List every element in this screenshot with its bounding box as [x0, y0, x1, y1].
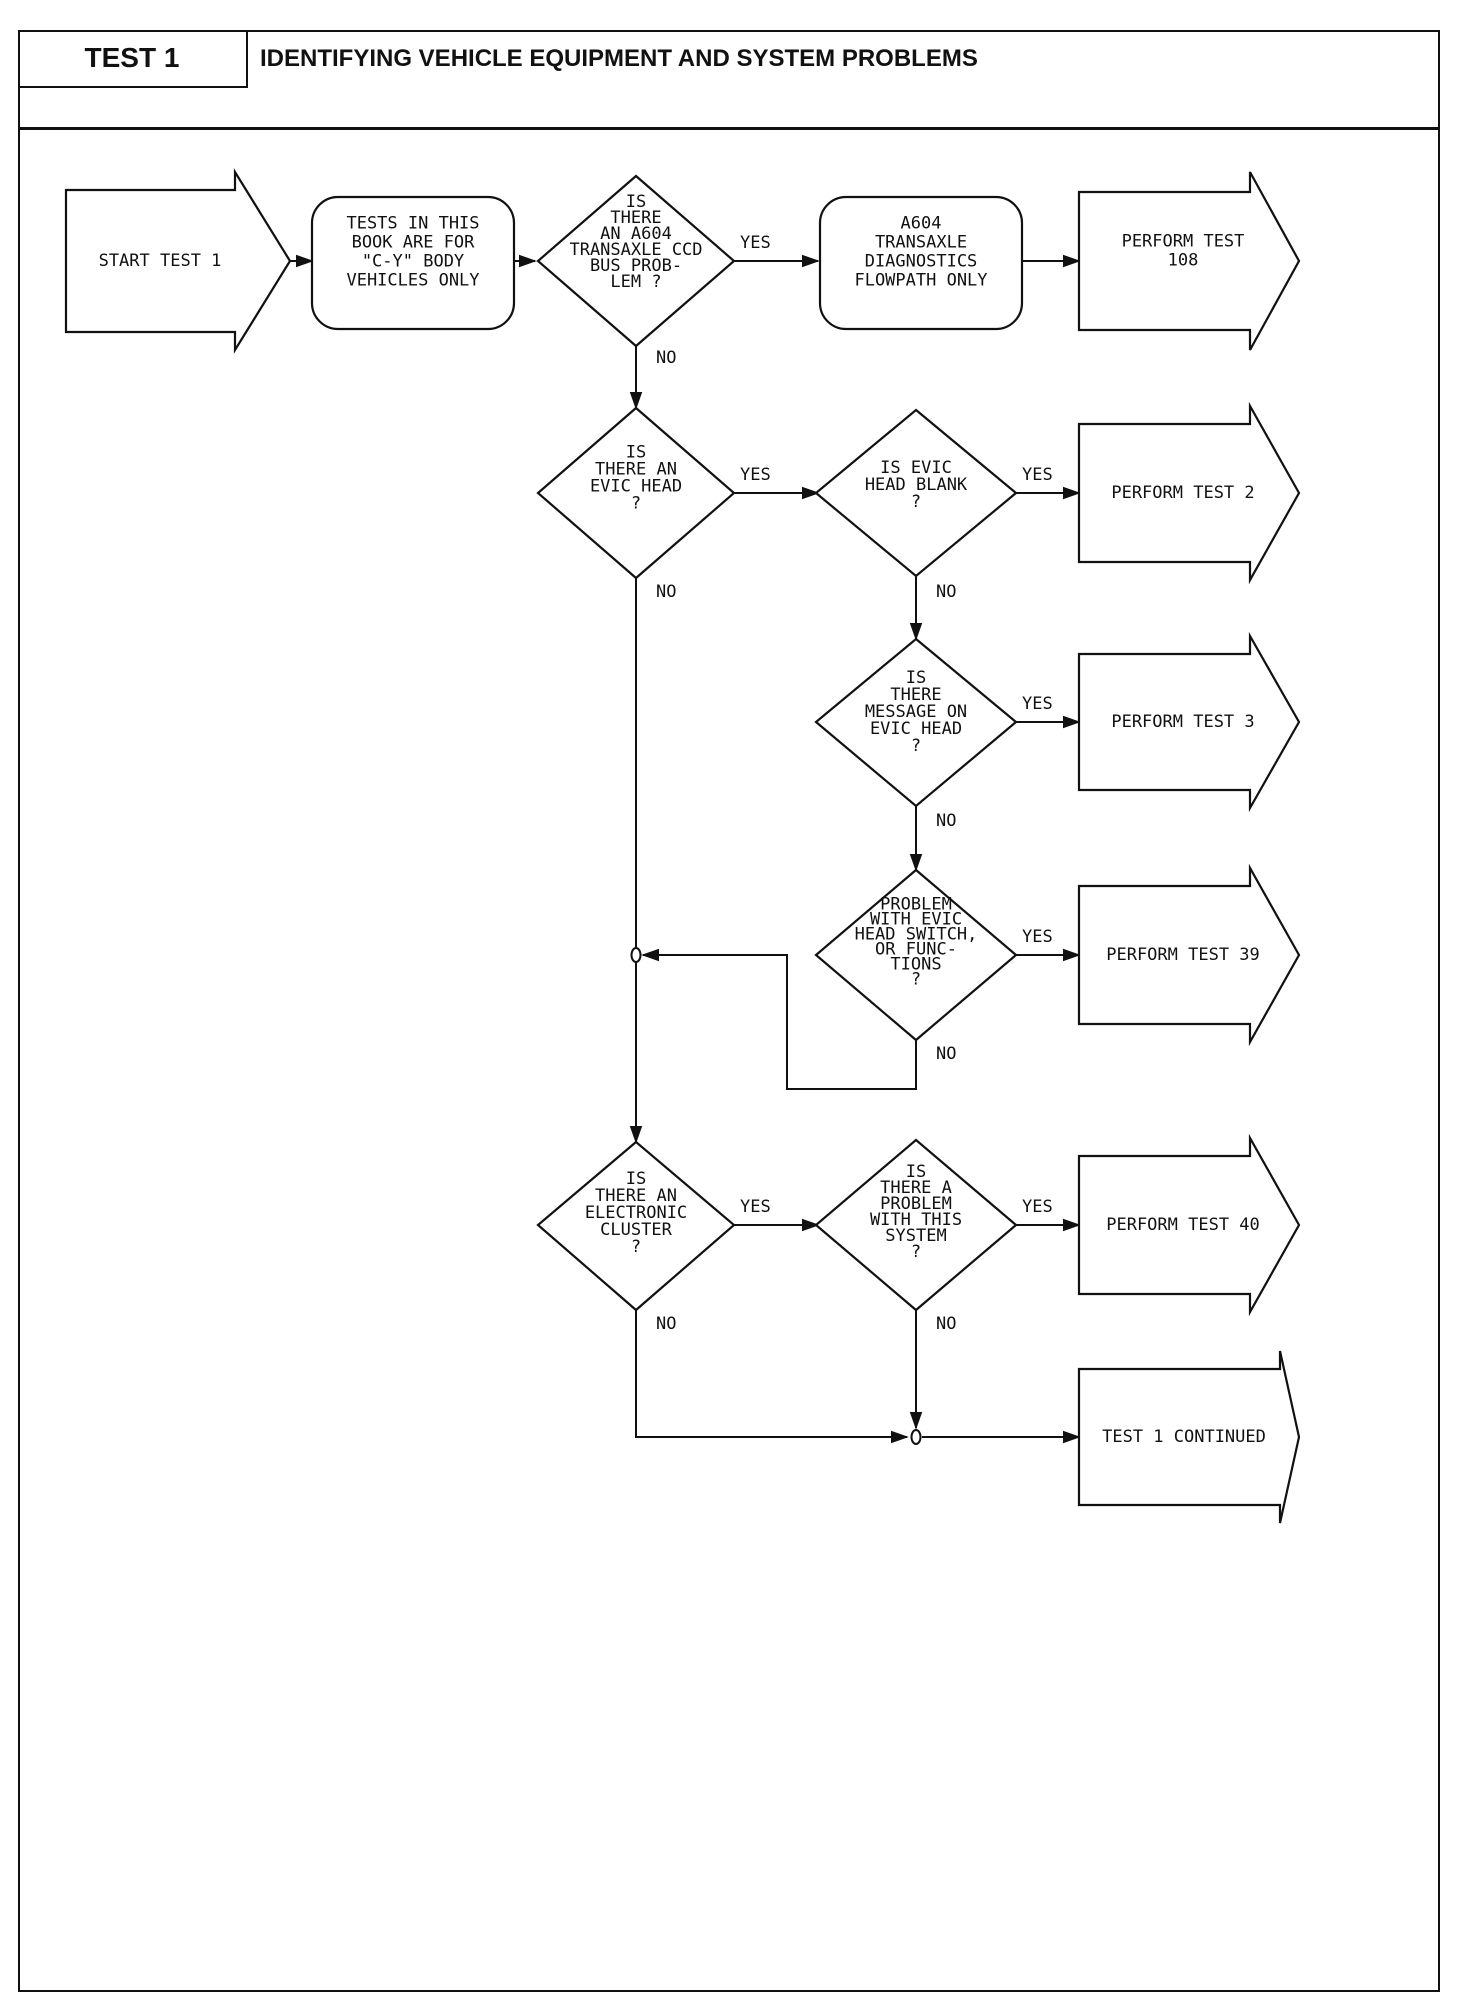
node-text-q-message: IS — [906, 668, 926, 688]
no-label-q-system: NO — [936, 1314, 956, 1334]
continued-arrow-shape — [1077, 1350, 1301, 1524]
node-text-q-system: THERE A — [880, 1178, 952, 1198]
node-text-q-evic-head: ? — [631, 494, 641, 514]
node-text-tests-book: TESTS IN THIS — [346, 214, 479, 234]
no-label-q-switch: NO — [936, 1044, 956, 1064]
node-text-perform-40: PERFORM TEST 40 — [1106, 1215, 1260, 1235]
q-cluster-diamond — [536, 1140, 736, 1312]
node-text-q-cluster: IS — [626, 1169, 646, 1189]
node-text-q-message: ? — [911, 736, 921, 756]
node-text-q-a604: BUS PROB- — [590, 256, 682, 276]
node-text-q-message: THERE — [890, 685, 941, 705]
node-text-q-cluster: ELECTRONIC — [585, 1203, 687, 1223]
node-text-q-a604: IS — [626, 192, 646, 212]
node-text-q-a604: AN A604 — [600, 224, 672, 244]
a604-flowpath-box — [818, 195, 1024, 331]
perform-3-arrow-shape — [1077, 631, 1301, 813]
perform-40-arrow-shape — [1077, 1133, 1301, 1317]
node-text-q-system: SYSTEM — [885, 1226, 946, 1246]
node-text-q-system: ? — [911, 1242, 921, 1262]
start-arrow-shape — [64, 168, 292, 354]
header-row: TEST 1 IDENTIFYING VEHICLE EQUIPMENT AND… — [18, 30, 1440, 130]
edge-labels: YES NO YES NO YES NO YES NO YES NO YES N… — [656, 233, 1053, 1334]
node-text-q-evic-head: EVIC HEAD — [590, 477, 682, 497]
node-text-q-switch: WITH EVIC — [870, 910, 962, 930]
no-label-q-cluster: NO — [656, 1314, 676, 1334]
edge-q-cluster-no — [635, 1310, 909, 1444]
yes-label-q-a604: YES — [740, 233, 771, 253]
node-text-tests-book: BOOK ARE FOR — [352, 233, 476, 253]
yes-label-q-cluster: YES — [740, 1197, 771, 1217]
no-label-q-a604: NO — [656, 348, 676, 368]
node-text-q-switch: OR FUNC- — [875, 940, 957, 960]
node-text-q-cluster: ? — [631, 1237, 641, 1257]
shapes — [64, 168, 1301, 1524]
node-text-perform-108: 108 — [1168, 251, 1199, 271]
node-text-q-evic-head: THERE AN — [595, 460, 677, 480]
node-text-q-evic-blank: ? — [911, 492, 921, 512]
node-text-q-system: PROBLEM — [880, 1194, 952, 1214]
node-text-q-evic-blank: HEAD BLANK — [865, 475, 968, 495]
node-text-q-switch: TIONS — [890, 955, 941, 975]
q-message-diamond — [814, 637, 1018, 808]
node-text-q-switch: PROBLEM — [880, 895, 952, 915]
yes-label-q-evic-head: YES — [740, 465, 771, 485]
node-text-q-a604: THERE — [610, 208, 661, 228]
test-label: TEST 1 — [18, 30, 248, 88]
node-text-perform-2: PERFORM TEST 2 — [1111, 483, 1254, 503]
junction-node-1 — [630, 947, 642, 963]
edge-q-switch-no — [641, 948, 917, 1090]
page-frame — [18, 30, 1440, 1992]
node-text-q-switch: HEAD SWITCH, — [855, 925, 978, 945]
no-label-q-evic-blank: NO — [936, 582, 956, 602]
node-text-q-evic-blank: IS EVIC — [880, 458, 952, 478]
q-a604-diamond — [536, 174, 736, 348]
node-text-a604-flowpath: TRANSAXLE — [875, 233, 967, 253]
yes-label-q-evic-blank: YES — [1022, 465, 1053, 485]
yes-label-q-message: YES — [1022, 694, 1053, 714]
no-label-q-message: NO — [936, 811, 956, 831]
tests-book-box — [310, 195, 516, 331]
node-text-q-cluster: CLUSTER — [600, 1220, 672, 1240]
node-text-start: START TEST 1 — [99, 251, 222, 271]
page-title: IDENTIFYING VEHICLE EQUIPMENT AND SYSTEM… — [260, 45, 978, 72]
perform-39-arrow-shape — [1077, 863, 1301, 1047]
perform-108-arrow-shape — [1077, 171, 1301, 351]
node-text-tests-book: "C-Y" BODY — [362, 252, 464, 272]
node-text-q-evic-head: IS — [626, 443, 646, 463]
yes-label-q-system: YES — [1022, 1197, 1053, 1217]
node-text-tests-book: VEHICLES ONLY — [346, 271, 479, 291]
node-text-a604-flowpath: DIAGNOSTICS — [865, 252, 978, 272]
perform-2-arrow-shape — [1077, 401, 1301, 585]
node-text-q-cluster: THERE AN — [595, 1186, 677, 1206]
q-system-diamond — [814, 1138, 1018, 1312]
node-text-perform-108: PERFORM TEST — [1122, 232, 1245, 252]
junction-node-2 — [910, 1429, 922, 1445]
node-text-a604-flowpath: A604 — [901, 214, 942, 234]
node-text-perform-3: PERFORM TEST 3 — [1111, 712, 1254, 732]
node-text-perform-39: PERFORM TEST 39 — [1106, 945, 1260, 965]
node-text-q-message: MESSAGE ON — [865, 702, 967, 722]
q-switch-diamond — [814, 868, 1018, 1042]
node-text-q-a604: TRANSAXLE CCD — [569, 240, 702, 260]
q-evic-blank-diamond — [814, 408, 1018, 578]
node-text-q-switch: ? — [911, 970, 921, 990]
no-label-q-evic-head: NO — [656, 582, 676, 602]
connectors — [290, 254, 1081, 1445]
yes-label-q-switch: YES — [1022, 927, 1053, 947]
q-evic-head-diamond — [536, 406, 736, 580]
node-text-q-message: EVIC HEAD — [870, 719, 962, 739]
node-text-continued: TEST 1 CONTINUED — [1102, 1427, 1266, 1447]
node-text-a604-flowpath: FLOWPATH ONLY — [854, 271, 987, 291]
node-text-q-a604: LEM ? — [610, 272, 661, 292]
node-text-q-system: WITH THIS — [870, 1210, 962, 1230]
node-text-q-system: IS — [906, 1162, 926, 1182]
